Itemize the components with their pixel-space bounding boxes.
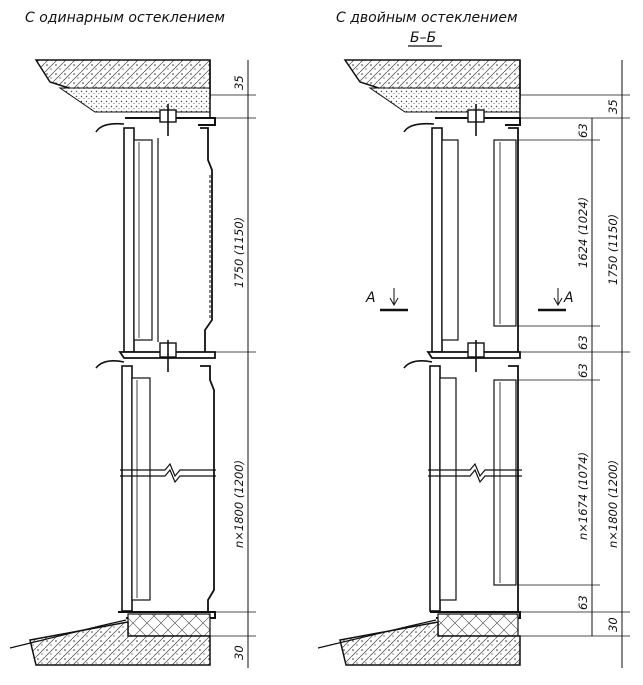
break-line-bottom [428,468,522,484]
right-outer-dim-lower: n×1800 (1200) [606,460,620,548]
upper-outer-profile [508,127,519,352]
lower-mullion-left [121,365,133,612]
section-mark-right-label: А [563,290,574,306]
right-inner-dim-lower: n×1674 (1074) [576,452,590,540]
break-line-bottom [120,468,216,484]
bottom-sill-flashing [9,619,127,649]
top-screed-layer [368,87,521,113]
left-dim-upper-panel: 1750 (1150) [232,217,246,288]
right-outer-dim-upper: 1750 (1150) [606,214,620,285]
lower-outer-glass [493,379,517,586]
top-drip-flashing [95,122,125,133]
upper-mullion-left [123,127,135,353]
bottom-sill-flashing [317,619,437,649]
right-outer-dim-bottom-gap: 30 [606,617,620,632]
upper-mullion-inner [431,127,443,353]
top-drip-flashing [403,122,435,133]
right-inner-dimension-chain: 63 1624 (1024) 63 63 n×1674 (1074) 63 [518,117,600,636]
lower-inner-glass [439,377,457,601]
right-outer-dim-top-gap: 35 [606,99,620,114]
mid-drip-flashing [403,360,433,369]
upper-inner-glass [441,139,459,341]
caption-double-glazing: С двойным остеклением [336,10,518,26]
double-glazing-assembly: А А [317,59,574,666]
break-line-top [120,462,216,478]
top-screed-layer [58,87,211,113]
lower-outer-profile [200,365,215,612]
upper-glass-unit [133,139,153,341]
bottom-insulation [437,613,519,637]
left-dim-bottom-gap: 30 [232,645,246,660]
upper-outer-profile [200,127,213,352]
right-inner-dim-upper: 1624 (1024) [576,197,590,268]
left-dim-top-gap: 35 [232,75,246,90]
upper-outer-glass [493,139,517,327]
left-dim-lower-panel: n×1800 (1200) [232,460,246,548]
right-inner-dim-bottom: 63 [576,595,590,610]
right-inner-dim-top: 63 [576,123,590,138]
single-glazing-assembly [9,59,216,666]
caption-single-glazing: С одинарным остеклением [25,10,225,26]
right-inner-dim-mid-a: 63 [576,335,590,350]
section-label: Б–Б [410,30,436,46]
right-outer-dimension-chain: 35 1750 (1150) n×1800 (1200) 30 [520,60,630,668]
lower-glass-unit [131,377,151,601]
mid-drip-flashing [95,360,125,369]
section-mark-left-label: А [365,290,376,306]
right-inner-dim-mid-b: 63 [576,363,590,378]
lower-outer-profile [508,365,519,612]
left-dimension-chain: 35 1750 (1150) n×1800 (1200) 30 [210,60,256,668]
break-line-top [428,462,522,478]
bottom-insulation [127,613,211,637]
lower-mullion-inner [429,365,441,612]
